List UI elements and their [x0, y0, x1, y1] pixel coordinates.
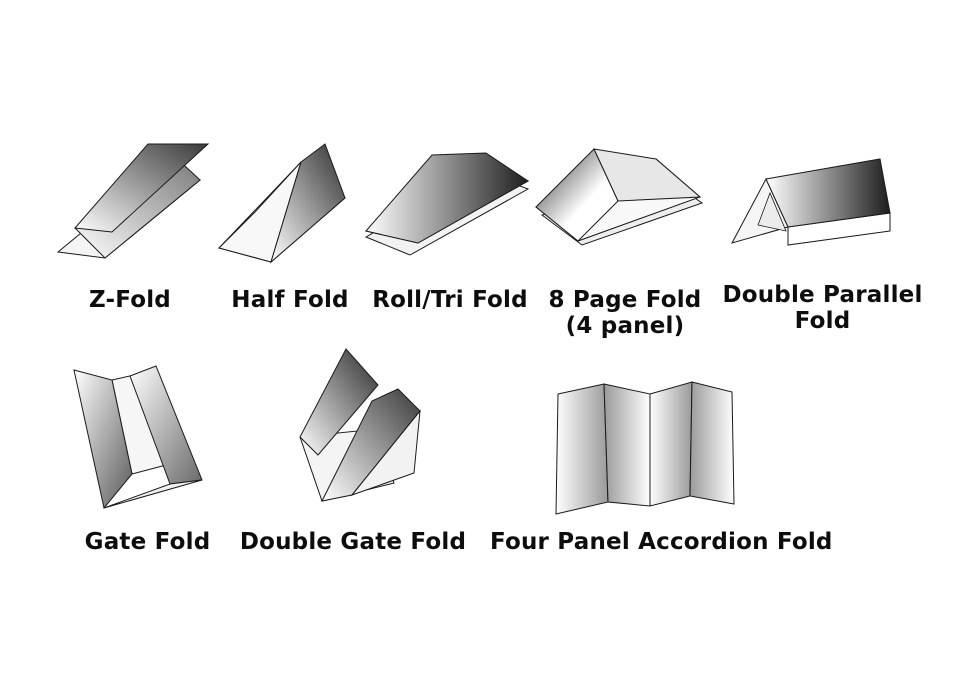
roll-tri-fold-label: Roll/Tri Fold	[360, 287, 540, 313]
label-line: Double Parallel	[722, 282, 923, 308]
half-fold-illustration	[215, 140, 355, 270]
roll-tri-fold-illustration	[362, 145, 532, 265]
z-fold-icon	[56, 143, 210, 259]
label-line: Gate Fold	[84, 529, 211, 555]
gate-fold-illustration	[70, 362, 210, 512]
gate-fold-label: Gate Fold	[75, 529, 220, 555]
double-parallel-fold-icon	[731, 158, 891, 246]
four-panel-accordion-fold-illustration	[552, 378, 742, 518]
eight-page-fold-label: 8 Page Fold (4 panel)	[535, 287, 715, 339]
z-fold-label: Z-Fold	[60, 287, 200, 313]
label-line: Half Fold	[231, 287, 349, 313]
double-gate-fold-label: Double Gate Fold	[238, 529, 468, 555]
accordion-fold-icon	[555, 381, 735, 515]
double-gate-fold-illustration	[292, 345, 432, 510]
eight-page-fold-icon	[535, 148, 704, 246]
double-parallel-fold-label: Double Parallel Fold	[715, 282, 930, 334]
eight-page-fold-illustration	[532, 145, 712, 275]
label-line: (4 panel)	[565, 313, 685, 339]
gate-fold-icon	[73, 365, 203, 510]
label-line: Roll/Tri Fold	[372, 287, 528, 313]
four-panel-accordion-fold-label: Four Panel Accordion Fold	[490, 529, 833, 555]
label-line: Double Gate Fold	[239, 529, 467, 555]
double-gate-fold-icon	[299, 348, 421, 502]
label-line: Four Panel Accordion Fold	[490, 529, 833, 555]
z-fold-illustration	[50, 140, 220, 270]
double-parallel-fold-illustration	[730, 155, 900, 265]
half-fold-icon	[218, 143, 346, 264]
half-fold-label: Half Fold	[210, 287, 370, 313]
roll-tri-fold-icon	[364, 152, 530, 256]
label-line: Fold	[794, 308, 851, 334]
label-line: 8 Page Fold	[548, 287, 702, 313]
label-line: Z-Fold	[89, 287, 171, 313]
